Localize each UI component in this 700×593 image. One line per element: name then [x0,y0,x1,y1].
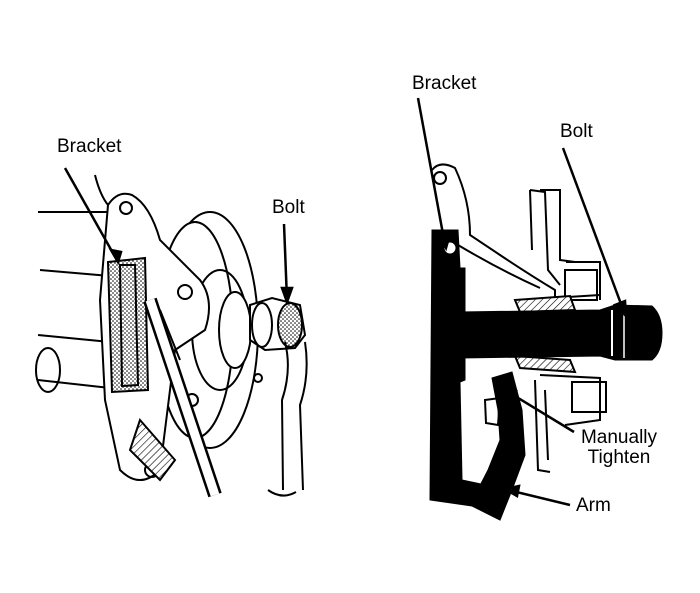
left-leader-lines [63,167,294,306]
manually-tighten-line2: Tighten [587,446,651,468]
right-bracket-arrowhead [436,232,452,252]
manually-tighten-arrowhead [498,386,518,403]
right-bracket-label: Bracket [412,73,477,94]
manually-tighten-line1: Manually [580,427,658,448]
arm-arrowhead [501,484,521,498]
arm-label: Arm [576,495,611,516]
manually-tighten-leader [504,388,575,434]
right-bolt-arrowhead [612,299,628,320]
right-bracket-leader [416,97,447,246]
right-bolt-leader [561,147,626,313]
left-bolt-label: Bolt [272,197,305,218]
right-leader-lines [416,97,628,507]
left-assembly-drawing [35,174,308,498]
left-bracket-leader [63,167,120,263]
left-bolt-arrowhead [280,286,294,306]
left-bracket-label: Bracket [57,136,122,157]
left-bracket-arrowhead [108,248,123,266]
manually-tighten-label: Manually Tighten [574,428,664,468]
right-puller-solid [429,229,663,521]
right-bolt-label: Bolt [560,121,593,142]
